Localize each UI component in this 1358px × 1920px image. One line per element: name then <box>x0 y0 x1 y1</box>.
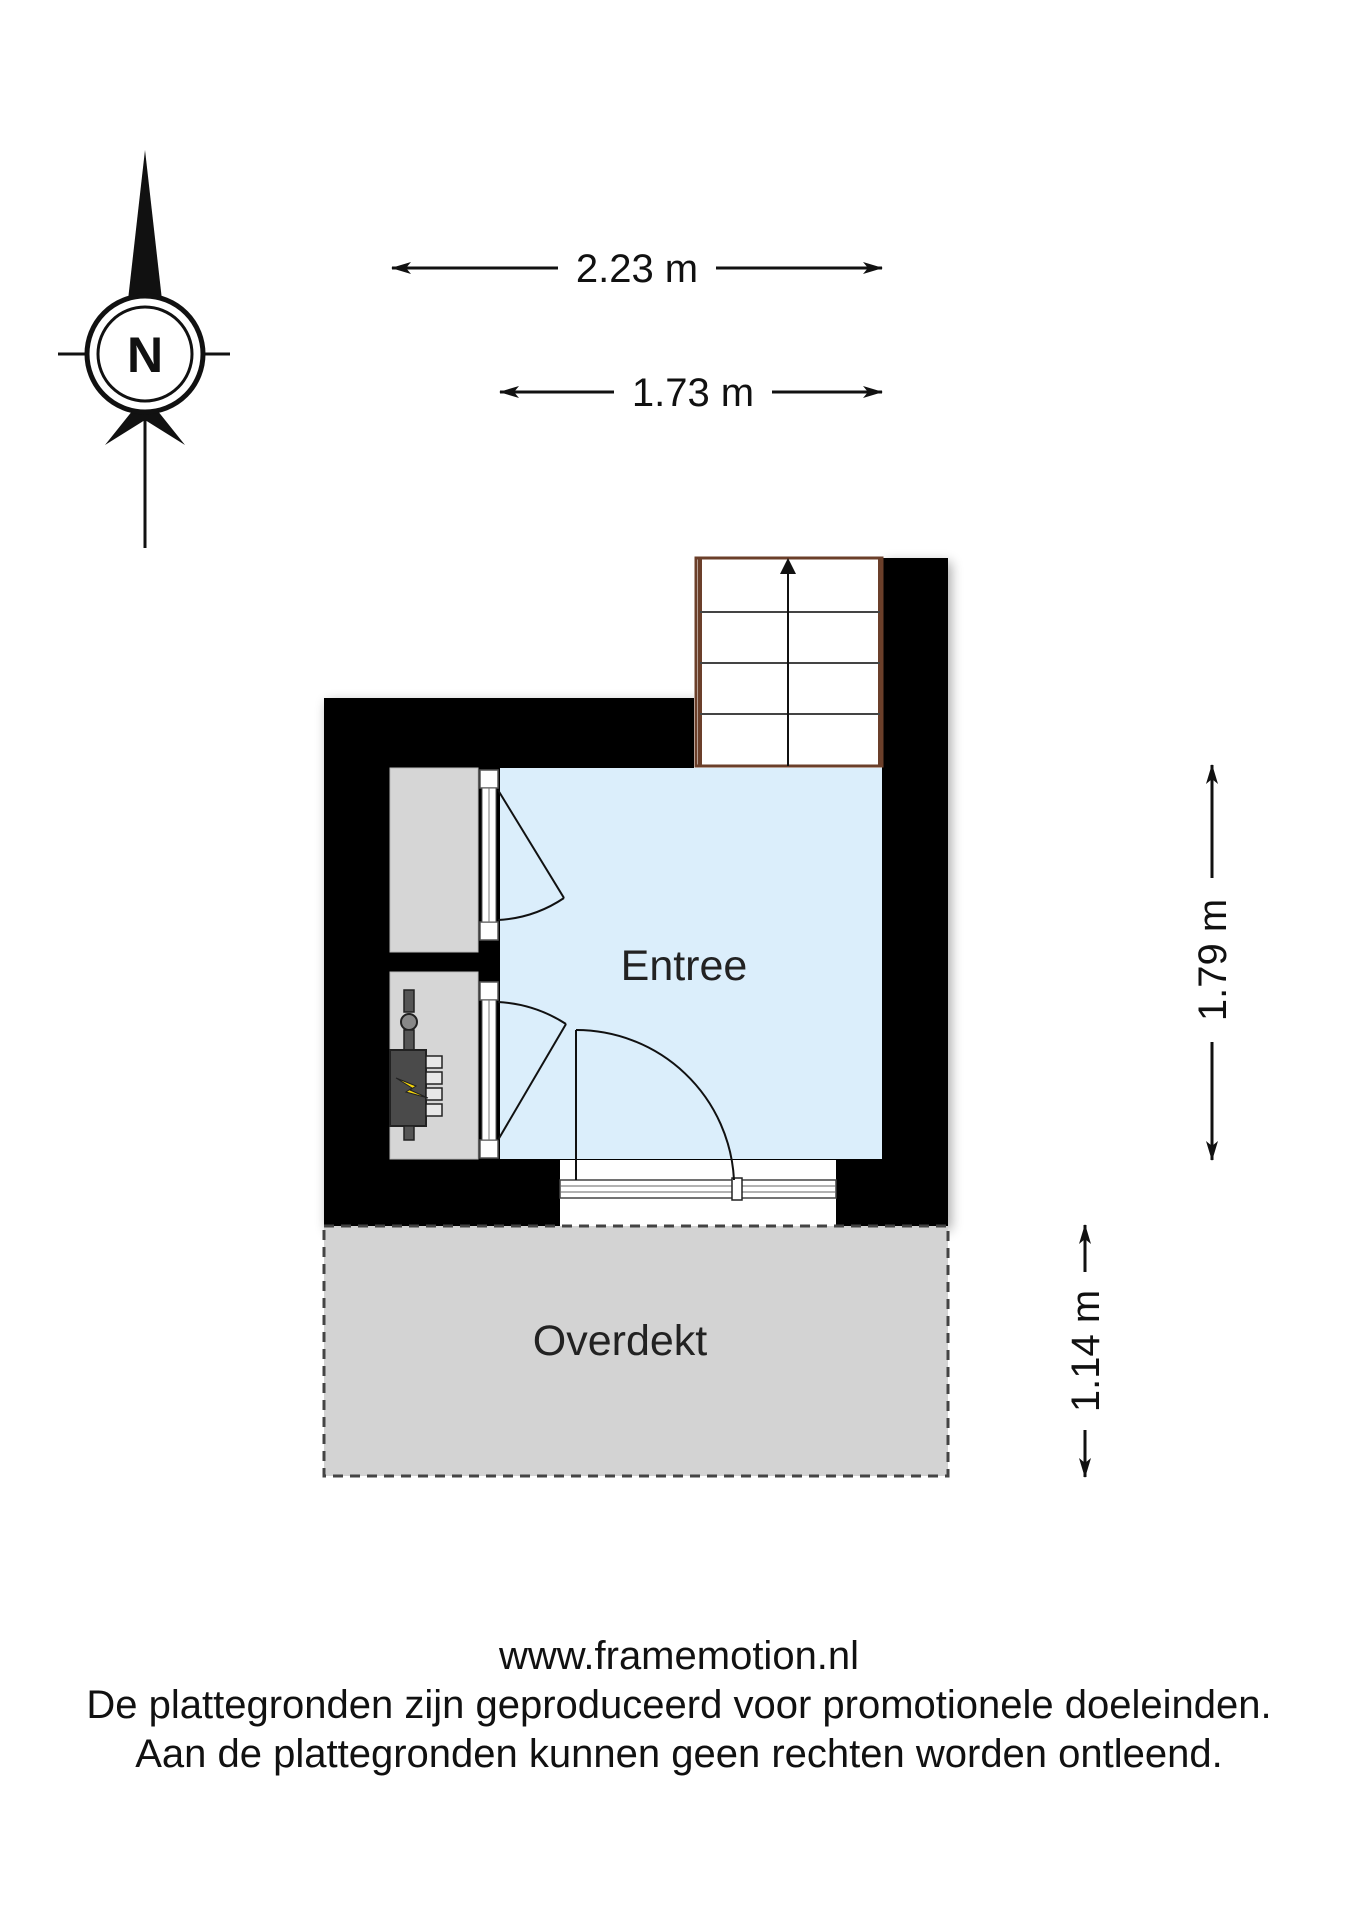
dimension-label-width-total: 2.23 m <box>576 247 698 291</box>
electric-meter-icon <box>389 989 443 1141</box>
staircase-icon <box>694 556 884 768</box>
dimension-height-entree: 1.79 m <box>1191 764 1235 1161</box>
room-entree <box>500 768 882 1159</box>
compass-letter: N <box>127 327 163 383</box>
front-door <box>559 1028 837 1226</box>
room-label-entree: Entree <box>621 942 748 990</box>
dimension-label-height-overdekt: 1.14 m <box>1064 1290 1108 1412</box>
room-label-overdekt: Overdekt <box>533 1317 708 1365</box>
north-arrow-icon: N <box>58 150 230 548</box>
closet-door-frames <box>479 769 499 1159</box>
dimension-width-inner: 1.73 m <box>499 371 883 415</box>
footer-disclaimer-line1: De plattegronden zijn geproduceerd voor … <box>86 1683 1272 1727</box>
footer-disclaimer-line2: Aan de plattegronden kunnen geen rechten… <box>135 1732 1223 1776</box>
footer-website: www.framemotion.nl <box>498 1634 860 1678</box>
dimension-height-overdekt: 1.14 m <box>1064 1224 1108 1478</box>
closet-door-swing-top <box>497 789 565 921</box>
dimension-width-total: 2.23 m <box>391 247 883 291</box>
dimension-label-height-entree: 1.79 m <box>1191 899 1235 1021</box>
dimension-label-width-inner: 1.73 m <box>632 371 754 415</box>
closet-top <box>389 767 479 953</box>
closet-door-swing-bottom <box>497 1001 567 1141</box>
room-overdekt <box>322 1224 950 1478</box>
